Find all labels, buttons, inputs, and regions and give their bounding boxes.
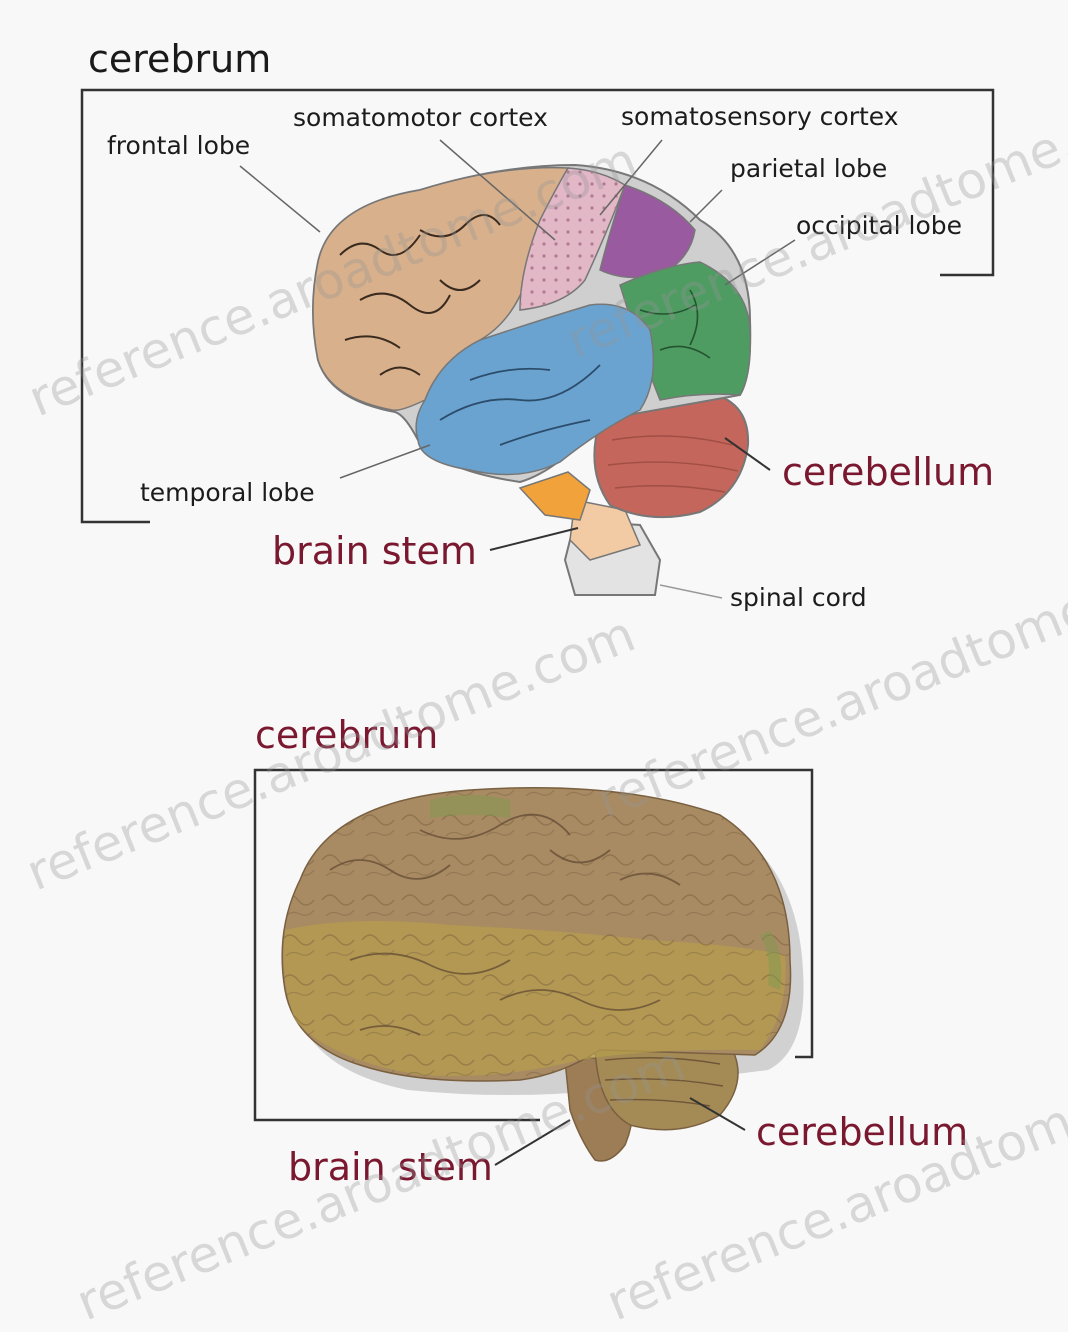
bottom-cerebellum-label: cerebellum: [756, 1113, 968, 1151]
somatomotor-cortex-label: somatomotor cortex: [293, 105, 548, 130]
frontal-lobe-label: frontal lobe: [107, 133, 250, 158]
top-cerebrum-label: cerebrum: [88, 40, 271, 78]
occipital-lobe-label: occipital lobe: [796, 213, 962, 238]
top-brain-stem-label: brain stem: [272, 532, 477, 570]
spinal-cord-label: spinal cord: [730, 585, 867, 610]
parietal-lobe-label: parietal lobe: [730, 156, 887, 181]
photographic-brain: [255, 770, 812, 1165]
bottom-brain-stem-label: brain stem: [288, 1148, 493, 1186]
diagram-canvas: cerebrum frontal lobe somatomotor cortex…: [0, 0, 1068, 1285]
bottom-cerebrum-label: cerebrum: [255, 716, 438, 754]
top-cerebellum-label: cerebellum: [782, 453, 994, 491]
somatosensory-cortex-label: somatosensory cortex: [621, 104, 899, 129]
temporal-lobe-label: temporal lobe: [140, 480, 315, 505]
brain-illustrations: [0, 0, 1068, 1285]
